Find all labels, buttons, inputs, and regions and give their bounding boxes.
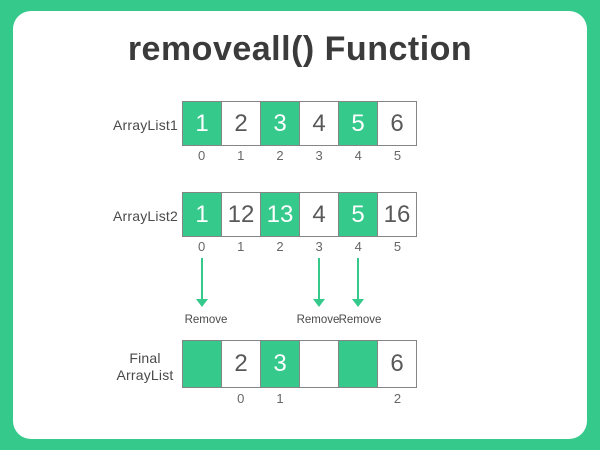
index-label: 3 <box>315 148 323 163</box>
array-cell: 3 <box>260 340 300 388</box>
array-cell: 12 <box>221 192 261 237</box>
final-label-line1: Final <box>129 350 161 366</box>
index-label: 2 <box>276 239 284 254</box>
index-label <box>339 391 378 406</box>
array-cell: 1 <box>182 101 222 146</box>
index-label: 2 <box>276 148 284 163</box>
index-label <box>300 391 339 406</box>
array-cell: 4 <box>299 101 339 146</box>
index-label: 4 <box>354 239 362 254</box>
final-arraylist-label: Final ArrayList <box>100 350 190 384</box>
arraylist1-label: ArrayList1 <box>112 117 178 133</box>
index-label: 5 <box>393 239 402 254</box>
array-cell: 1 <box>182 192 222 237</box>
remove-label: Remove <box>184 314 228 326</box>
array-cell: 3 <box>260 101 300 146</box>
arrow-shaft <box>201 258 203 299</box>
index-label: 1 <box>237 239 245 254</box>
arrow-head <box>313 299 325 307</box>
remove-label: Remove <box>338 314 382 326</box>
array-cell: 4 <box>299 192 339 237</box>
index-label <box>182 391 221 406</box>
arraylist1-table: 1 2 3 4 5 6 <box>182 101 417 146</box>
array-cell: 5 <box>338 192 378 237</box>
remove-arrow-icon <box>313 258 325 307</box>
arrow-shaft <box>357 258 359 299</box>
arrow-head <box>352 299 364 307</box>
array-cell: 6 <box>377 101 417 146</box>
array-cell <box>338 340 378 388</box>
final-arraylist-table: 2 3 6 <box>182 340 417 388</box>
arrow-head <box>196 299 208 307</box>
arraylist2-table: 1 12 13 4 5 16 <box>182 192 417 237</box>
final-label-line2: ArrayList <box>116 367 174 383</box>
remove-arrow-icon <box>196 258 208 307</box>
arraylist2-label: ArrayList2 <box>112 208 178 224</box>
index-label: 0 <box>197 148 206 163</box>
arraylist2-indices: 0 1 2 3 4 5 <box>182 239 417 254</box>
array-cell: 5 <box>338 101 378 146</box>
remove-arrow-icon <box>352 258 364 307</box>
array-cell <box>182 340 222 388</box>
array-cell: 2 <box>221 340 261 388</box>
array-cell: 2 <box>221 101 261 146</box>
remove-label: Remove <box>296 314 340 326</box>
index-label: 1 <box>276 391 284 406</box>
index-label: 0 <box>237 391 245 406</box>
array-cell: 16 <box>377 192 417 237</box>
arraylist1-indices: 0 1 2 3 4 5 <box>182 148 417 163</box>
index-label: 2 <box>393 391 402 406</box>
arrow-shaft <box>318 258 320 299</box>
index-label: 5 <box>393 148 402 163</box>
final-arraylist-indices: 0 1 2 <box>182 391 417 406</box>
array-cell: 6 <box>377 340 417 388</box>
array-cell <box>299 340 339 388</box>
index-label: 4 <box>354 148 362 163</box>
index-label: 1 <box>237 148 245 163</box>
page-title: removeall() Function <box>127 30 473 68</box>
index-label: 3 <box>315 239 323 254</box>
array-cell: 13 <box>260 192 300 237</box>
index-label: 0 <box>197 239 206 254</box>
